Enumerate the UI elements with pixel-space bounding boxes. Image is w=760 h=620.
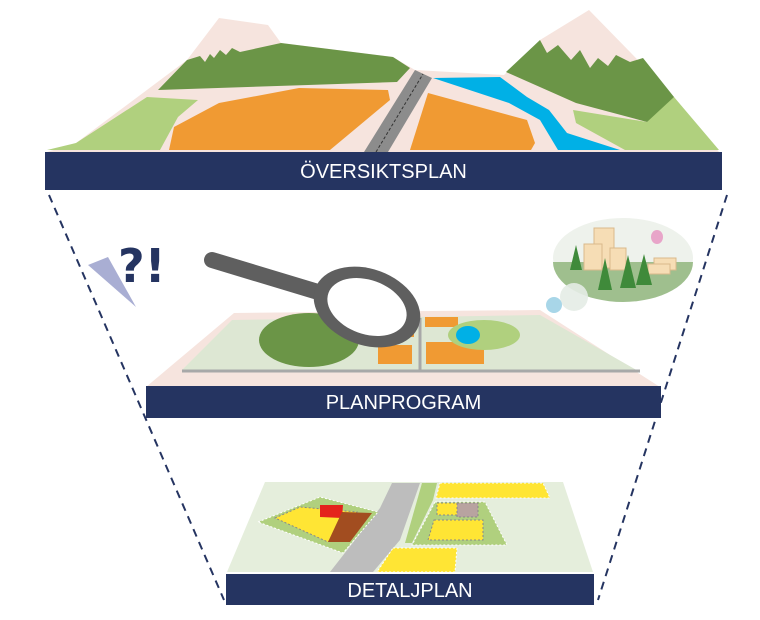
building-icon: [647, 263, 671, 275]
development-block: [378, 345, 412, 364]
tree-icon: [636, 254, 652, 285]
building-icon: [583, 243, 603, 271]
funnel-line-right: [597, 194, 728, 601]
level-label: DETALJPLAN: [347, 580, 472, 602]
level-label: ÖVERSIKTSPLAN: [300, 161, 467, 183]
lot-yellow: [435, 482, 551, 499]
planprogram-map: [146, 310, 660, 387]
green-strip: [405, 483, 437, 543]
landscape-illustration: [47, 10, 719, 153]
funnel-line-left: [48, 194, 225, 601]
lot-red: [320, 505, 343, 518]
bubble-pointer: [88, 257, 136, 307]
development-block: [425, 317, 458, 327]
right-development-area: [410, 93, 535, 150]
small-bubble: [546, 297, 562, 313]
road-marking: [375, 73, 424, 153]
level-bar-detaljplan: DETALJPLAN: [226, 574, 594, 605]
left-development-area: [169, 88, 390, 150]
question-exclamation: ?!: [118, 239, 166, 293]
detailplan-map: [227, 482, 593, 573]
speech-bubble: ?!: [88, 239, 166, 307]
pond: [456, 326, 480, 344]
road: [364, 70, 432, 152]
balloon-icon: [651, 230, 663, 244]
tree-icon: [598, 258, 612, 290]
building-icon: [609, 247, 627, 271]
level-label: PLANPROGRAM: [326, 392, 482, 414]
lot-brown: [328, 512, 372, 542]
left-mountain-forest: [158, 43, 410, 90]
right-mountain-forest: [506, 40, 674, 122]
lot-yellow: [376, 547, 458, 573]
lot-grey: [456, 502, 479, 518]
tree-icon: [620, 255, 636, 288]
left-meadow: [47, 97, 198, 150]
lot-yellow: [427, 519, 484, 541]
street: [330, 483, 420, 572]
right-meadow: [573, 97, 719, 150]
lot-yellow: [436, 502, 458, 516]
thought-bubble: [546, 218, 693, 313]
level-bar-planprogram: PLANPROGRAM: [146, 386, 661, 418]
magnifying-glass-icon: [204, 252, 421, 348]
small-bubble: [560, 283, 588, 311]
level-bar-oversiktsplan: ÖVERSIKTSPLAN: [45, 152, 722, 190]
tree-icon: [570, 245, 582, 270]
